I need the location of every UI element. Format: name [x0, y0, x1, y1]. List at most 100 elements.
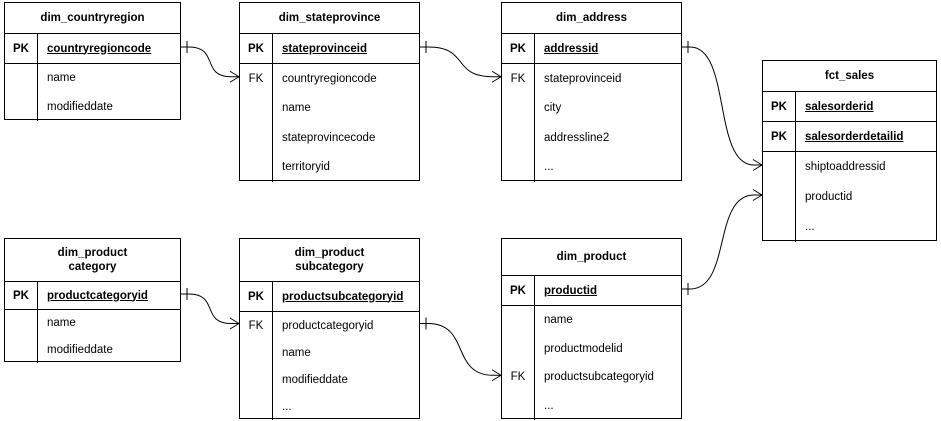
- attribute-key-label: [240, 153, 272, 183]
- crows-foot-prong: [752, 159, 763, 166]
- attribute-name: city: [544, 102, 562, 115]
- attribute-name: stateprovinceid: [544, 72, 622, 85]
- attribute-name: productid: [544, 284, 598, 297]
- attribute-key-label: [763, 152, 795, 182]
- crows-foot-prong: [752, 164, 763, 171]
- attribute-key-label: [240, 339, 272, 366]
- crows-foot-prong: [752, 194, 763, 201]
- crows-foot-prong: [229, 323, 240, 330]
- relationship-line: [689, 194, 755, 290]
- attribute-name: stateprovinceid: [282, 42, 367, 55]
- attribute-key-column: FK: [240, 312, 273, 420]
- attribute-key-label: FK: [248, 72, 264, 85]
- entity-title-dim_countryregion: dim_countryregion: [40, 11, 145, 24]
- attribute-key-label: [5, 310, 37, 337]
- attribute-name: countryregioncode: [47, 42, 152, 55]
- attribute-key-label: [5, 93, 37, 122]
- crows-foot-prong: [229, 70, 240, 78]
- entity-title-dim_product: dim_product: [556, 250, 627, 263]
- attribute-key-label: PK: [502, 34, 535, 63]
- entity-title-dim_productsubcategory: dim_product subcategory: [294, 246, 365, 273]
- relationship-rel-product-fctsales: [682, 189, 763, 295]
- attribute-key-label: PK: [240, 282, 273, 311]
- relationship-line: [427, 323, 494, 376]
- attribute-key-label: PK: [240, 34, 273, 63]
- attribute-name: productcategoryid: [282, 319, 374, 332]
- attribute-key-label: PK: [763, 122, 796, 151]
- attribute-key-label: [240, 123, 272, 153]
- relationship-line: [188, 293, 232, 324]
- attribute-row[interactable]: PK productsubcategoryid: [240, 281, 419, 311]
- relationship-rel-countryregion-stateprovince: [181, 41, 240, 83]
- attribute-key-label: [502, 94, 534, 124]
- relationship-rel-stateprovince-address: [420, 41, 502, 83]
- attribute-key-label: PK: [5, 34, 38, 63]
- attribute-row[interactable]: PK countryregioncode: [5, 33, 180, 63]
- attribute-name: productcategoryid: [47, 289, 148, 302]
- attribute-name: productsubcategoryid: [544, 371, 654, 384]
- attribute-row[interactable]: PK stateprovinceid: [240, 33, 419, 63]
- relationship-rel-productcategory-subcategory: [181, 288, 240, 330]
- attribute-name: name: [282, 346, 311, 359]
- attribute-name: shiptoaddressid: [805, 161, 886, 173]
- entity-title-dim_address: dim_address: [556, 11, 627, 24]
- attribute-group: name modifieddate: [5, 309, 180, 363]
- attribute-key-label: [763, 212, 795, 242]
- attribute-key-label: [502, 306, 534, 335]
- relationship-rel-address-fctsales: [682, 41, 763, 171]
- attribute-key-label: [240, 94, 272, 124]
- attribute-row[interactable]: PK productid: [502, 275, 681, 305]
- attribute-name: countryregioncode: [282, 72, 377, 85]
- attribute-name: addressid: [544, 42, 599, 55]
- attribute-key-label: [240, 366, 272, 393]
- attribute-key-column: [5, 310, 38, 363]
- attribute-key-label: [502, 153, 534, 183]
- attribute-name: name: [47, 317, 76, 330]
- crows-foot-prong: [491, 76, 502, 83]
- attribute-name: salesorderdetailid: [805, 130, 904, 143]
- crows-foot-prong: [752, 189, 763, 196]
- attribute-name: salesorderid: [805, 100, 874, 113]
- attribute-name: productsubcategoryid: [282, 290, 404, 303]
- attribute-key-column: [5, 64, 38, 121]
- attribute-name: name: [282, 102, 311, 115]
- attribute-key-label: [5, 64, 37, 93]
- attribute-row[interactable]: PK salesorderdetailid: [763, 121, 936, 151]
- attribute-key-label: [502, 335, 534, 364]
- attribute-name: modifieddate: [47, 343, 113, 356]
- relationship-line: [427, 46, 494, 78]
- attribute-key-column: FK: [240, 64, 273, 182]
- attribute-name-column: name modifieddate: [38, 310, 180, 363]
- attribute-key-label: PK: [502, 276, 535, 305]
- attribute-key-label: FK: [248, 319, 264, 332]
- attribute-key-column: FK: [502, 64, 535, 182]
- crows-foot-prong: [491, 374, 502, 382]
- attribute-name: ...: [282, 400, 292, 413]
- attribute-key-label: FK: [510, 371, 526, 384]
- attribute-name: ...: [805, 221, 815, 233]
- attribute-key-label: FK: [510, 72, 526, 85]
- attribute-name: modifieddate: [47, 100, 113, 113]
- attribute-name: territoryid: [282, 161, 330, 174]
- attribute-row[interactable]: PK addressid: [502, 33, 681, 63]
- crows-foot-prong: [491, 70, 502, 78]
- attribute-key-label: [502, 123, 534, 153]
